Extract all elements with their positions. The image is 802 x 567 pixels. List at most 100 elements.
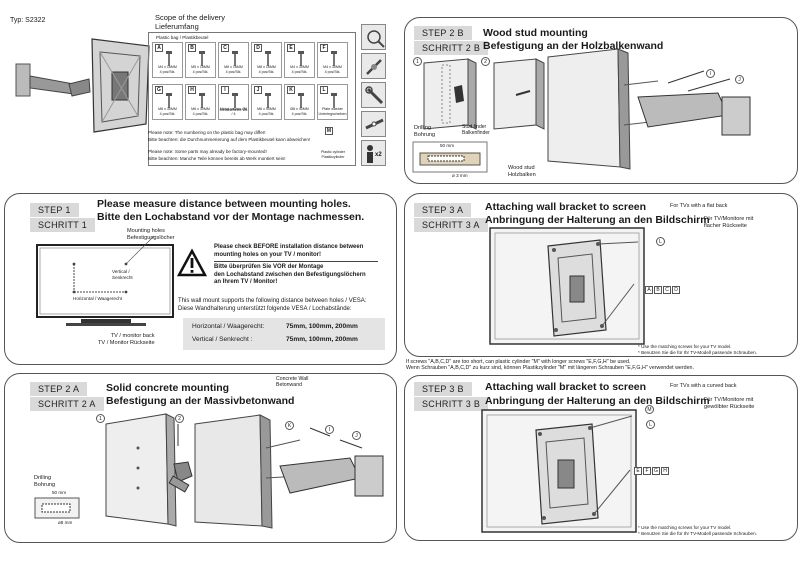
- screw-letter: A: [155, 44, 163, 52]
- screw-letter: B: [188, 44, 196, 52]
- concrete-wall-illustration: [105, 413, 384, 529]
- step3a-title-de: Anbringung der Halterung an den Bildschi…: [485, 214, 710, 226]
- step3a-l: L: [656, 237, 665, 246]
- screw-icon: [331, 93, 337, 108]
- screw-qty: 4 pcs/Stk.: [258, 112, 275, 116]
- step3b-note-de: * Benutzen Sie die für Ihr TV-Modell pas…: [638, 531, 757, 536]
- step1-tag-en: STEP 1: [30, 203, 79, 217]
- screw-length-hint-en: If screws "A,B,C,D" are too short, can p…: [406, 359, 631, 365]
- vesa-text: This wall mount supports the following d…: [178, 298, 367, 312]
- level-icon: [361, 111, 386, 137]
- wall-mount-product-image: [15, 38, 150, 133]
- screw-icon: [232, 93, 238, 108]
- screw-letter: K: [287, 86, 295, 94]
- screw-letter: L: [320, 86, 328, 94]
- screw-icon: [265, 93, 271, 108]
- letter-b: B: [654, 286, 662, 294]
- scope-subtitle: Lieferumfang: [155, 22, 199, 31]
- screw-spec: M6 x 50MM: [257, 107, 276, 111]
- screw-spec: Plate washer: [322, 107, 343, 111]
- step3b-title-de: Anbringung der Halterung an den Bildschi…: [485, 395, 710, 407]
- step3b-screen-illustration: [481, 409, 637, 533]
- bag-label: Plastic bag / Plastikbeutel: [156, 35, 209, 40]
- screw-qty: 4 pcs/Stk.: [225, 70, 242, 74]
- step3a-title-en: Attaching wall bracket to screen: [485, 201, 647, 213]
- persons-count: x2: [375, 152, 382, 158]
- step2b-i: I: [706, 69, 715, 78]
- letter-c: C: [663, 286, 671, 294]
- step2a-k: K: [285, 421, 294, 430]
- screw-item-M: M Plastic cylinder Plastikzylinder: [320, 126, 346, 162]
- screw-spec: M5 x 16MM: [191, 65, 210, 69]
- screw-icon: [331, 51, 337, 66]
- step2a-num-1: 1: [96, 414, 105, 423]
- step2b-tag-en: STEP 2 B: [414, 26, 472, 40]
- vertical-label: Vertical /Senkrecht: [112, 269, 133, 280]
- scope-box: [148, 32, 356, 166]
- step2a-diameter: ø8 mm: [58, 520, 73, 525]
- vesa-h-value: 75mm, 100mm, 200mm: [286, 323, 358, 330]
- step3b-tag-en: STEP 3 B: [414, 382, 472, 396]
- screw-spec: M4 x 30MM: [290, 65, 309, 69]
- screw-qty: Unterlegscheiben: [318, 112, 347, 116]
- step2a-j: J: [352, 431, 361, 440]
- step3a-screen-illustration: [489, 227, 645, 345]
- step2b-tag-de: SCHRITT 2 B: [414, 41, 489, 55]
- step2b-num-2: 2: [481, 57, 490, 66]
- scope-note-3: Please note: Some parts may already be f…: [148, 149, 267, 154]
- step3a-title-en-small: For TVs with a flat back: [670, 203, 728, 209]
- step3a-tag-en: STEP 3 A: [414, 203, 472, 217]
- screw-icon: [199, 93, 205, 108]
- step2a-tag-de: SCHRITT 2 A: [30, 397, 104, 411]
- step3a-note-en: * Use the matching screws for your TV mo…: [638, 344, 732, 349]
- step3b-note-en: * Use the matching screws for your TV mo…: [638, 525, 732, 530]
- step2b-drill-diagram: [412, 141, 488, 173]
- step1-title-de: Bitte den Lochabstand vor der Montage na…: [97, 211, 365, 223]
- screw-letter: J: [254, 86, 262, 94]
- two-persons-icon: x2: [361, 140, 386, 166]
- step3b-title-en-small: For TVs with a curved back: [670, 383, 737, 389]
- step2a-drill-diagram: [34, 497, 80, 519]
- screw-length-hint-de: Wenn Schrauben "A,B,C,D" zu kurz sind, k…: [406, 365, 694, 371]
- step2a-i: I: [325, 425, 334, 434]
- screw-spec: Metal washer Ø6: [219, 107, 248, 111]
- step1-title-en: Please measure distance between mounting…: [97, 198, 351, 210]
- step2a-title-de: Befestigung an der Massivbetonwand: [106, 395, 295, 407]
- warning-text: Please check BEFORE installation distanc…: [214, 244, 378, 287]
- screw-qty: 4 pcs/Stk.: [159, 112, 176, 116]
- screw-letter: G: [155, 86, 163, 94]
- letter-d: D: [672, 286, 680, 294]
- scope-note-2: Bitte beachten: die Durchnummerierung au…: [148, 137, 311, 142]
- step2b-num-1: 1: [413, 57, 422, 66]
- screw-spec: M4 x 16MM: [158, 65, 177, 69]
- screw-spec: Ø8 x 40MM: [290, 107, 309, 111]
- step1-tag-de: SCHRITT 1: [30, 218, 96, 232]
- screw-qty: 4 pcs/Stk.: [192, 112, 209, 116]
- step3a-tag-de: SCHRITT 3 A: [414, 218, 488, 232]
- vesa-table: [183, 318, 385, 350]
- screwdriver-icon: [361, 53, 386, 79]
- step3b-title-en: Attaching wall bracket to screen: [485, 381, 647, 393]
- step2a-tag-en: STEP 2 A: [30, 382, 88, 396]
- screw-spec: M6 x 30MM: [158, 107, 177, 111]
- model-label: Typ: S2322: [10, 17, 46, 24]
- step2b-j: J: [735, 75, 744, 84]
- warning-icon: [176, 248, 208, 277]
